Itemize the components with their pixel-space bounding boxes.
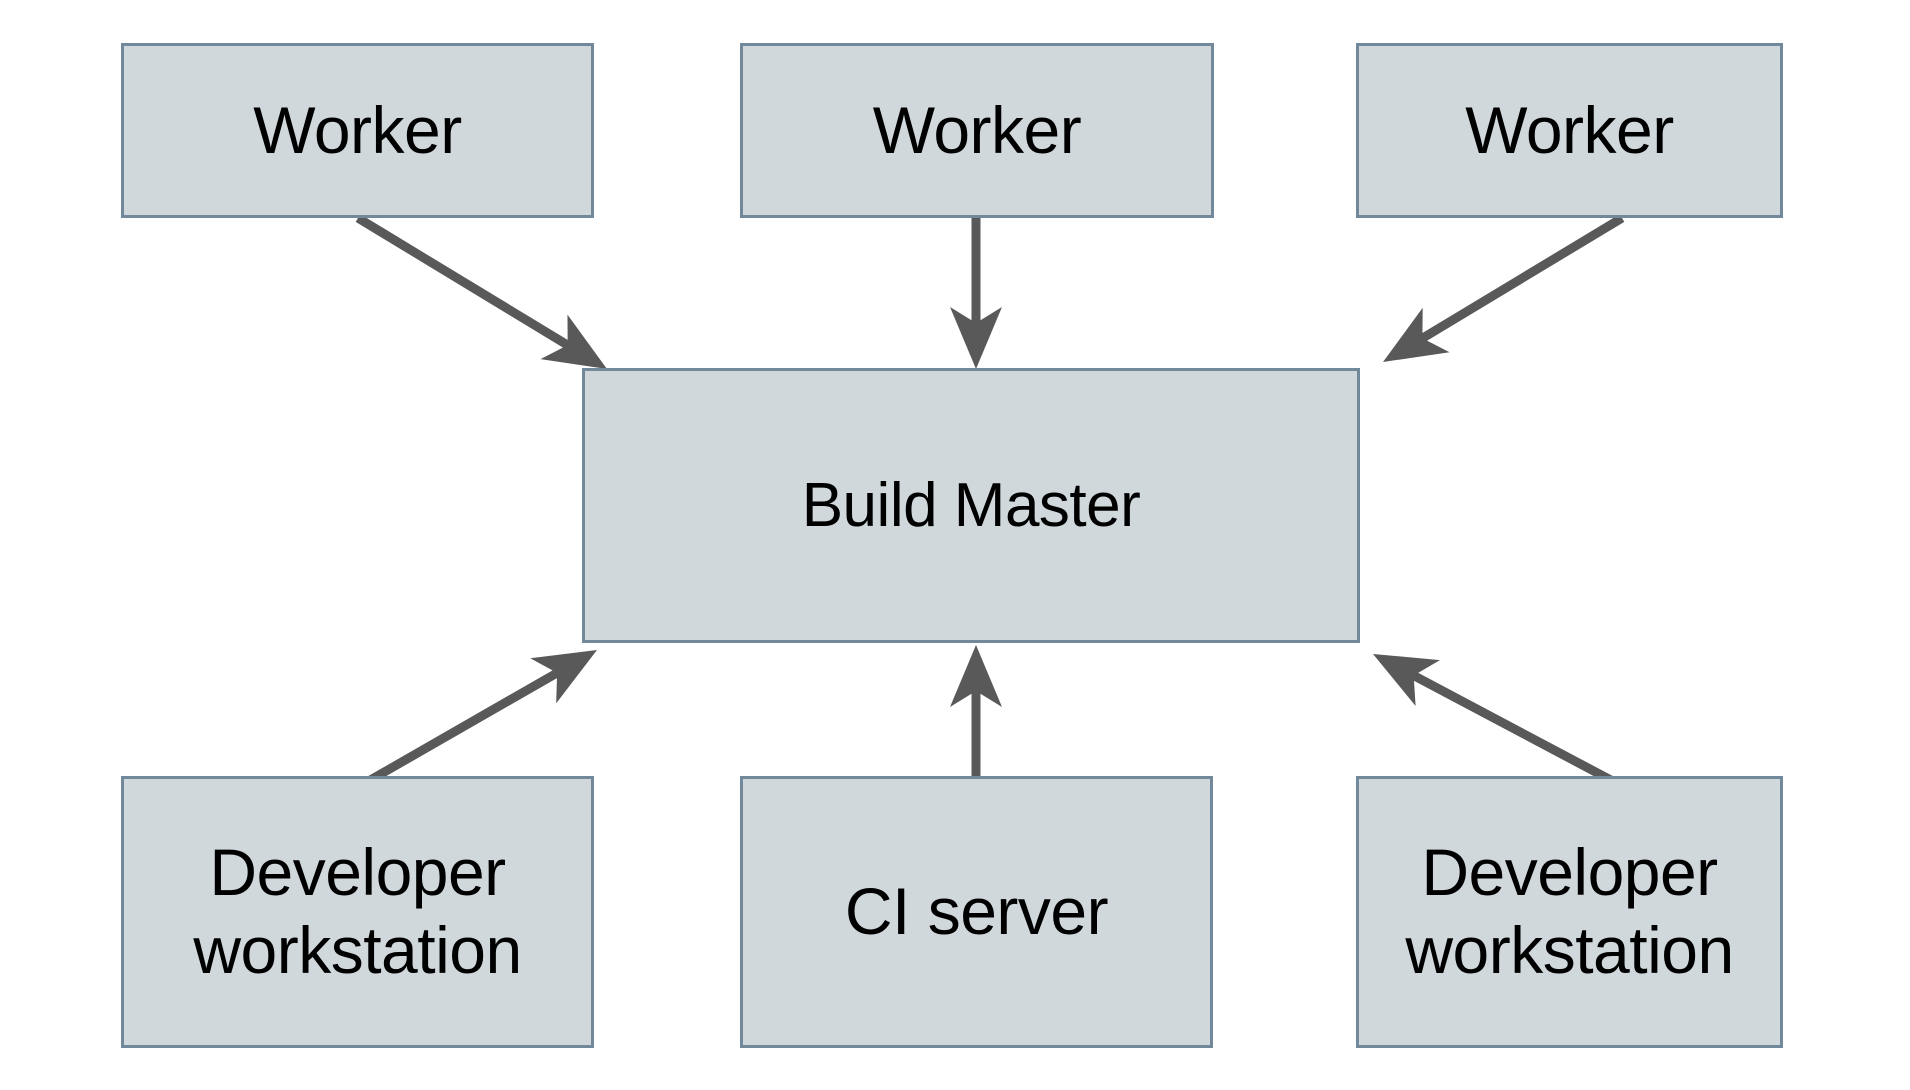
node-worker-1-label: Worker	[253, 92, 462, 167]
node-worker-3[interactable]: Worker	[1356, 43, 1783, 218]
node-worker-1[interactable]: Worker	[121, 43, 594, 218]
developer-workstation-left-to-build-master-arrow	[357, 650, 597, 790]
node-build-master[interactable]: Build Master	[582, 368, 1360, 643]
node-ci-server[interactable]: CI server	[740, 776, 1213, 1048]
developer-workstation-right-to-build-master-arrow	[1373, 654, 1625, 790]
ci-server-to-build-master-arrow	[950, 645, 1002, 776]
node-developer-workstation-left-label: Developer workstation	[193, 835, 522, 987]
node-developer-workstation-right-label: Developer workstation	[1405, 835, 1734, 987]
node-developer-workstation-left[interactable]: Developer workstation	[121, 776, 594, 1048]
node-build-master-label: Build Master	[801, 470, 1141, 540]
node-ci-server-label: CI server	[844, 874, 1109, 949]
worker-1-to-build-master-arrow	[355, 214, 607, 369]
node-worker-3-label: Worker	[1465, 92, 1674, 167]
node-worker-2-label: Worker	[872, 92, 1082, 167]
node-worker-2[interactable]: Worker	[740, 43, 1214, 218]
worker-2-to-build-master-arrow	[950, 218, 1002, 369]
node-developer-workstation-right[interactable]: Developer workstation	[1356, 776, 1783, 1048]
worker-3-to-build-master-arrow	[1383, 214, 1625, 362]
